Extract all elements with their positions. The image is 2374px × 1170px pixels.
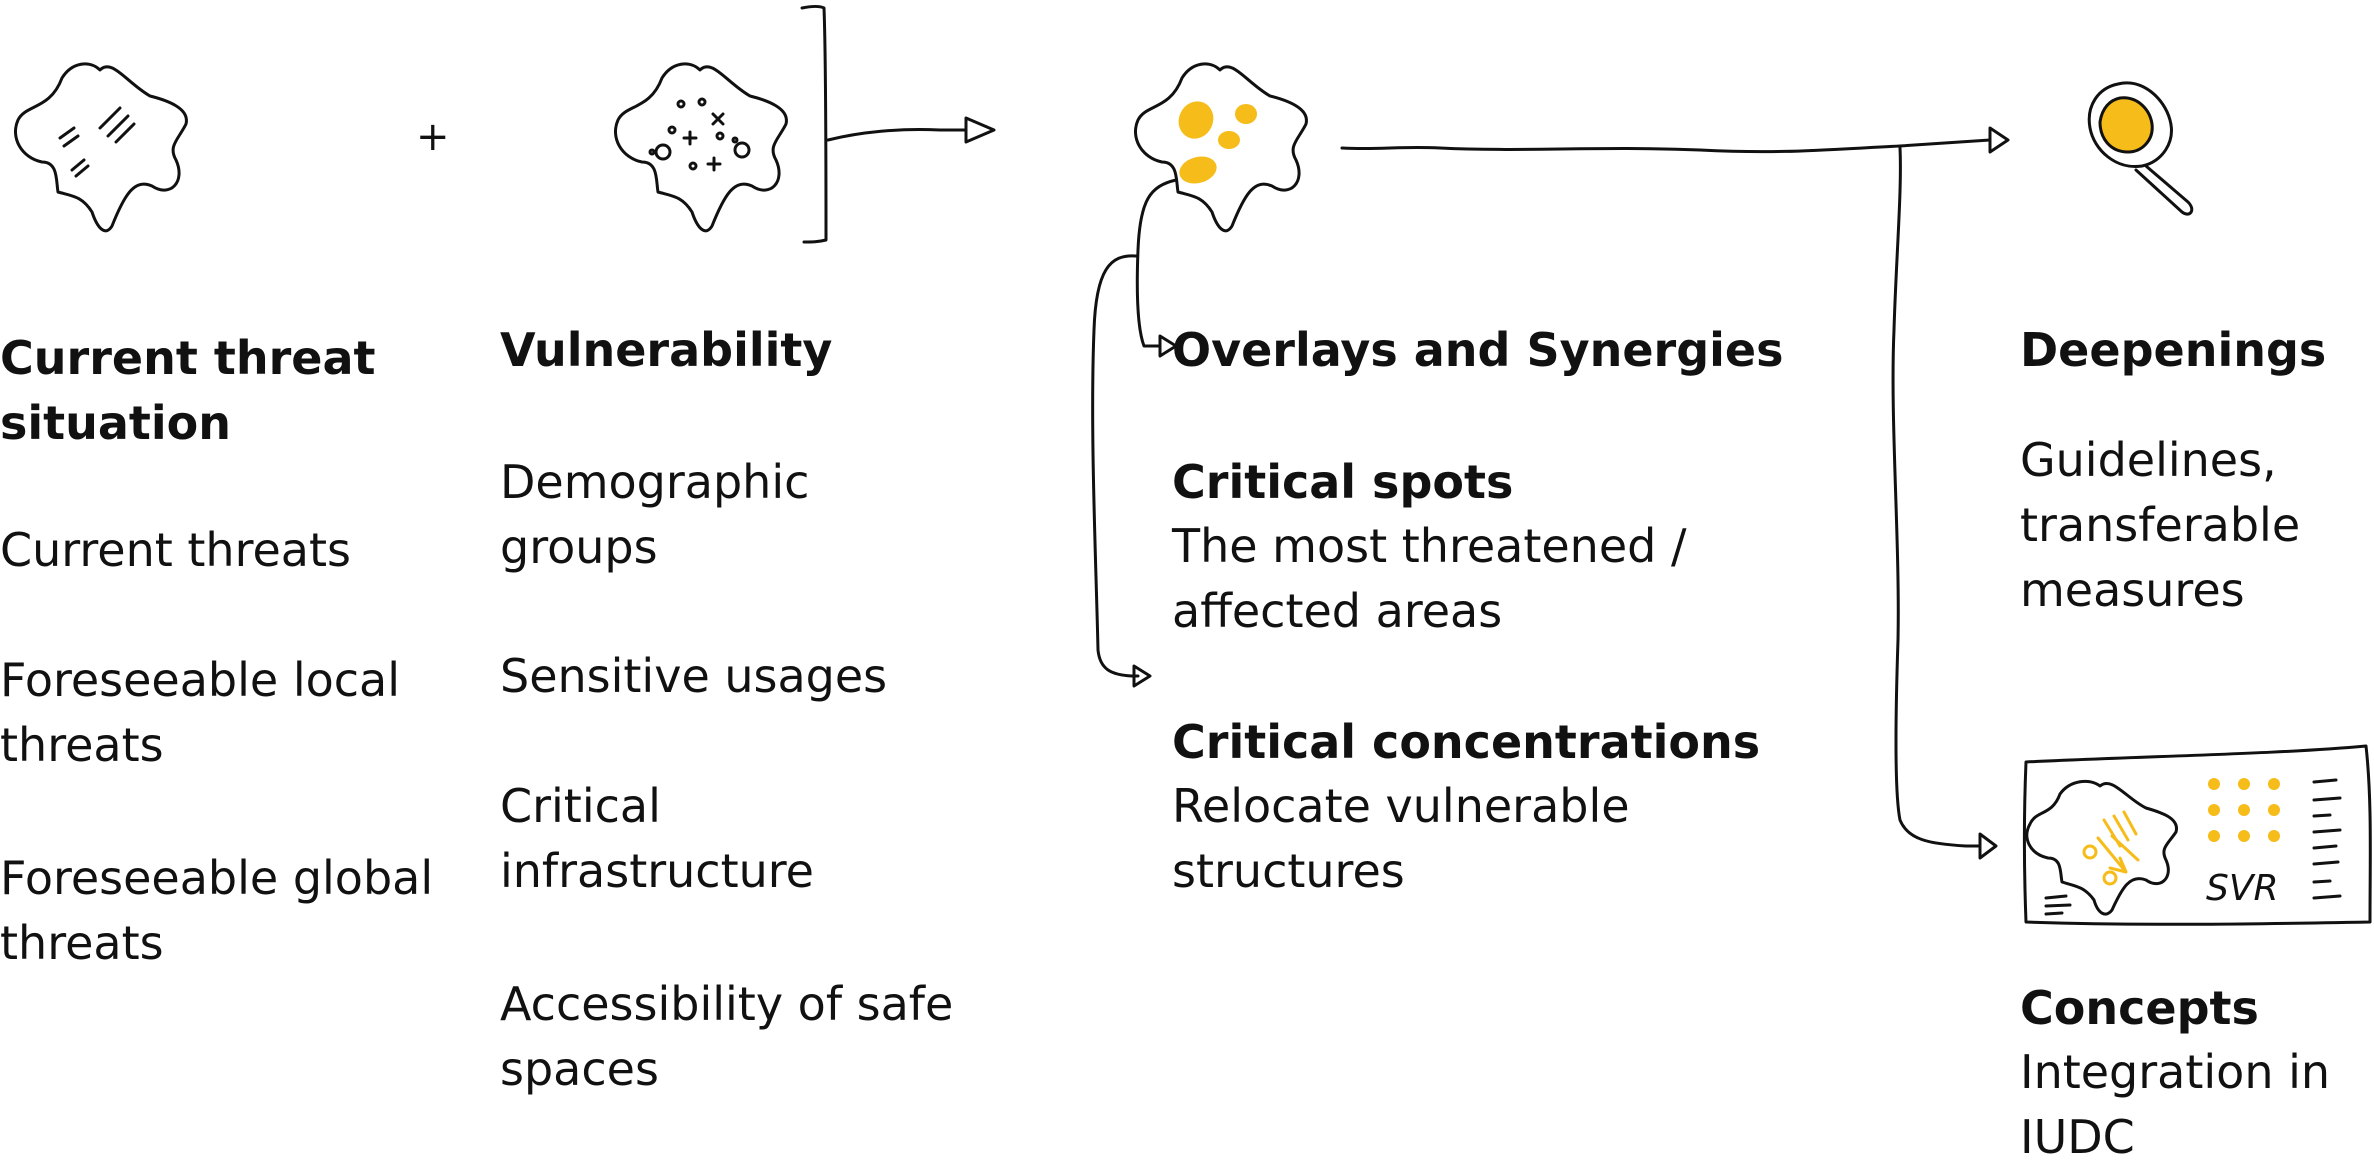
deepening-arrow [1340,126,2010,154]
bracket-arrow [800,5,996,244]
critical-concentrations-text: Relocate vulnerable structures [1172,779,1630,898]
critical-spots-title: Critical spots [1172,455,1514,509]
threat-item-current: Current threats [0,523,351,577]
threat-heading: Current threat situation [0,331,376,450]
critical-concentrations-title: Critical concentrations [1172,715,1761,769]
vulnerability-item-demographic: Demographic groups [500,455,810,574]
plan-label: SVR [2206,868,2279,909]
deepenings-text: Guidelines, transferable measures [2020,433,2301,617]
concepts-heading: Concepts [2020,981,2259,1035]
deepenings-heading: Deepenings [2020,323,2327,377]
vulnerability-item-safe-spaces: Accessibility of safe spaces [500,977,954,1096]
vulnerability-heading: Vulnerability [500,323,833,377]
concepts-text: Integration in IUDC [2020,1045,2331,1164]
threat-item-local: Foreseeable local threats [0,653,401,772]
critical-spots-text: The most threatened / affected areas [1172,519,1687,638]
overlay-down-arrows [1091,178,1178,688]
concept-arrow [1891,146,1998,860]
threat-item-global: Foreseeable global threats [0,851,434,970]
vulnerability-map-icon [614,62,788,233]
vulnerability-item-infrastructure: Critical infrastructure [500,779,814,898]
concept-plan-icon: SVR [2023,744,2372,926]
magnifier-icon [2087,81,2194,216]
threat-map-icon [14,62,188,233]
overlay-map-icon [1134,62,1308,233]
overlays-heading: Overlays and Synergies [1172,323,1784,377]
vulnerability-item-usages: Sensitive usages [500,649,888,703]
plus-sign: + [416,114,450,160]
